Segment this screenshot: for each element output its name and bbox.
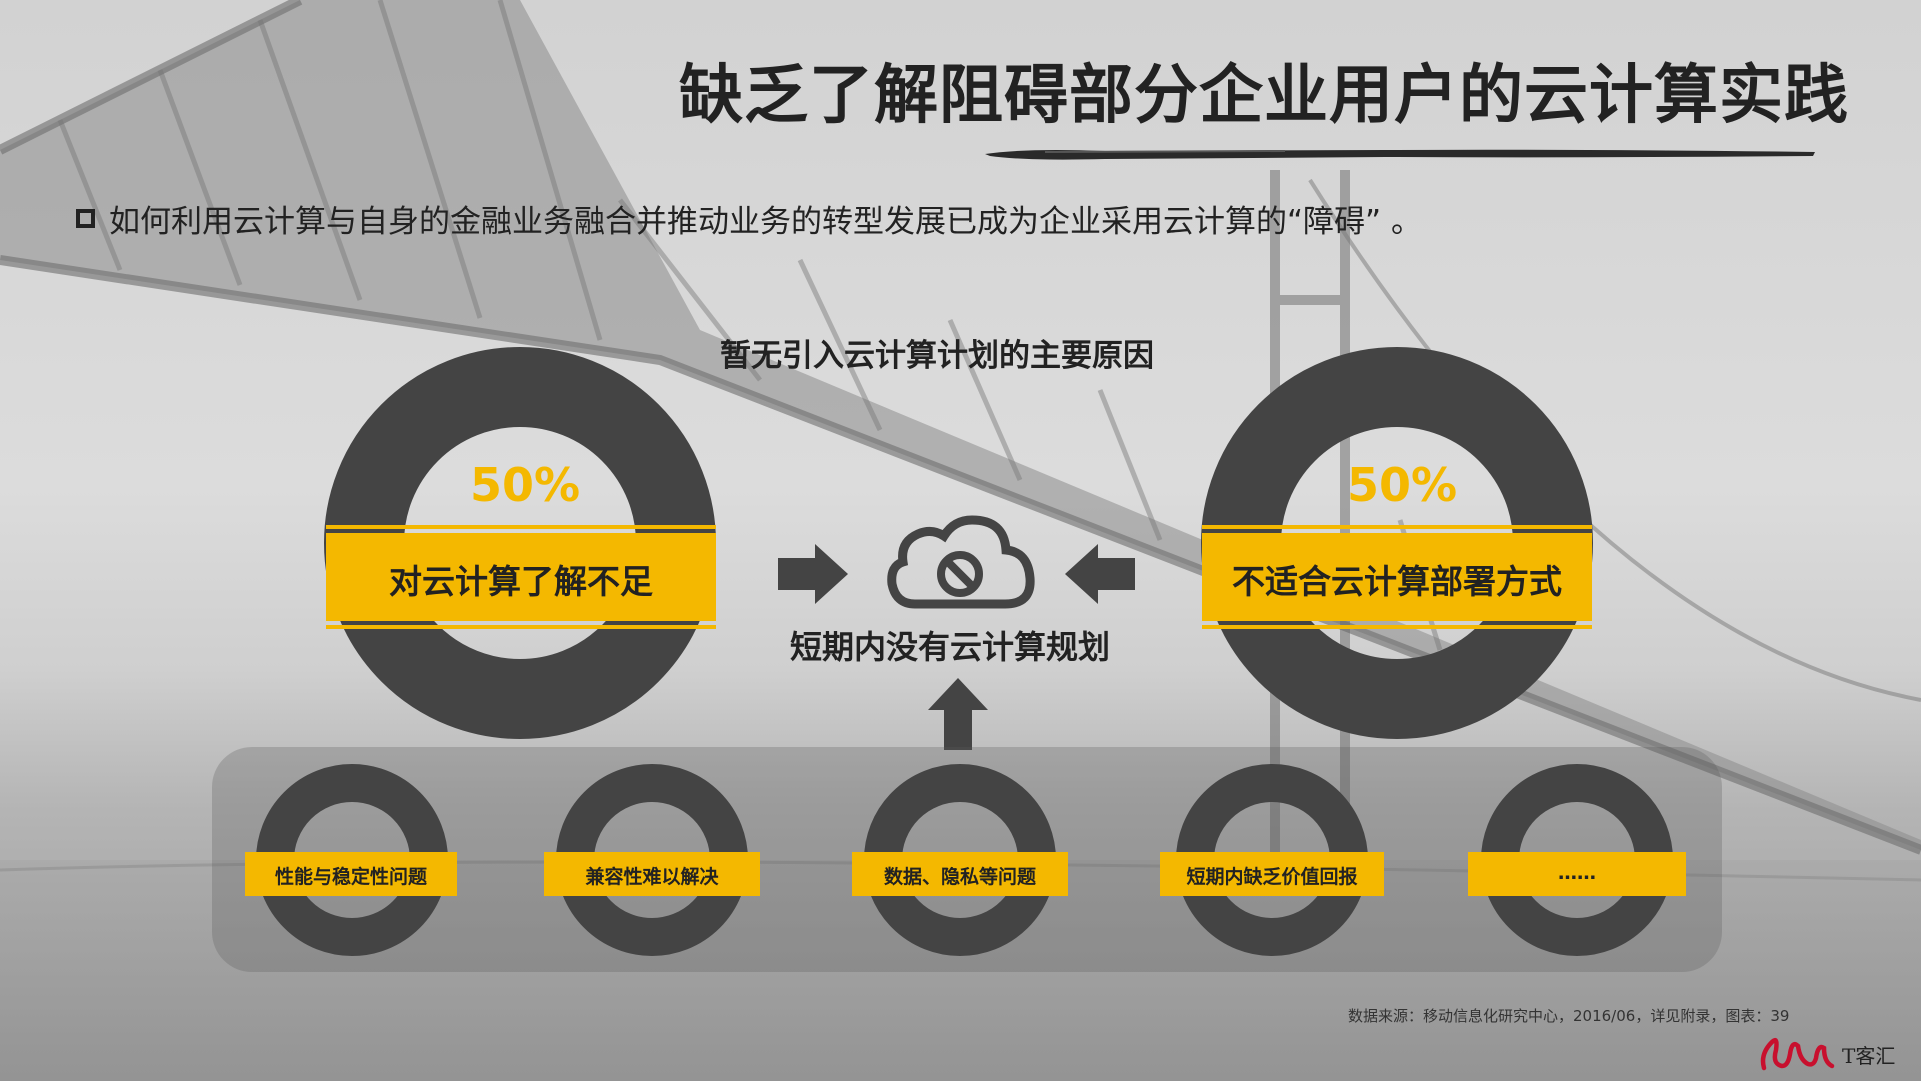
category-label-left: 对云计算了解不足 [389,562,653,601]
other-reason-label: 短期内缺乏价值回报 [1186,866,1358,888]
other-reason-label: …… [1558,862,1596,884]
other-reason-label: 兼容性难以解决 [585,866,719,888]
pct-label-right: 50% [1347,458,1458,512]
category-label-right: 不适合云计算部署方式 [1232,562,1562,601]
bullet-text: 如何利用云计算与自身的金融业务融合并推动业务的转型发展已成为企业采用云计算的“障… [109,204,1422,240]
small-ring-2 [544,764,760,956]
brush-stroke-divider [985,149,1815,160]
arrow-right-icon [778,544,848,604]
other-reason-label: 数据、隐私等问题 [883,866,1036,888]
square-bullet-icon [76,209,95,228]
cloud-blocked-icon [887,515,1035,609]
small-ring-4 [1160,764,1384,956]
source-note: 数据来源：移动信息化研究中心，2016/06，详见附录，图表：39 [1348,1007,1790,1025]
bullet-point: 如何利用云计算与自身的金融业务融合并推动业务的转型发展已成为企业采用云计算的“障… [76,196,1422,241]
logo: T客汇 [1758,1030,1908,1075]
logo-text: T客汇 [1842,1044,1896,1068]
other-reason-label: 性能与稳定性问题 [274,866,427,888]
logo-mark-icon [1760,1038,1835,1071]
small-ring-3 [852,764,1068,956]
small-ring-1 [245,764,457,956]
arrow-left-icon [1065,544,1135,604]
chart-title: 暂无引入云计算计划的主要原因 [720,338,1154,374]
small-ring-5 [1468,764,1686,956]
big-ring-right [1201,347,1593,739]
center-label: 短期内没有云计算规划 [790,628,1111,666]
big-ring-left [324,347,716,739]
page-title: 缺乏了解阻碍部分企业用户的云计算实践 [679,59,1849,133]
arrow-up-icon [928,678,988,750]
pct-label-left: 50% [470,458,581,512]
